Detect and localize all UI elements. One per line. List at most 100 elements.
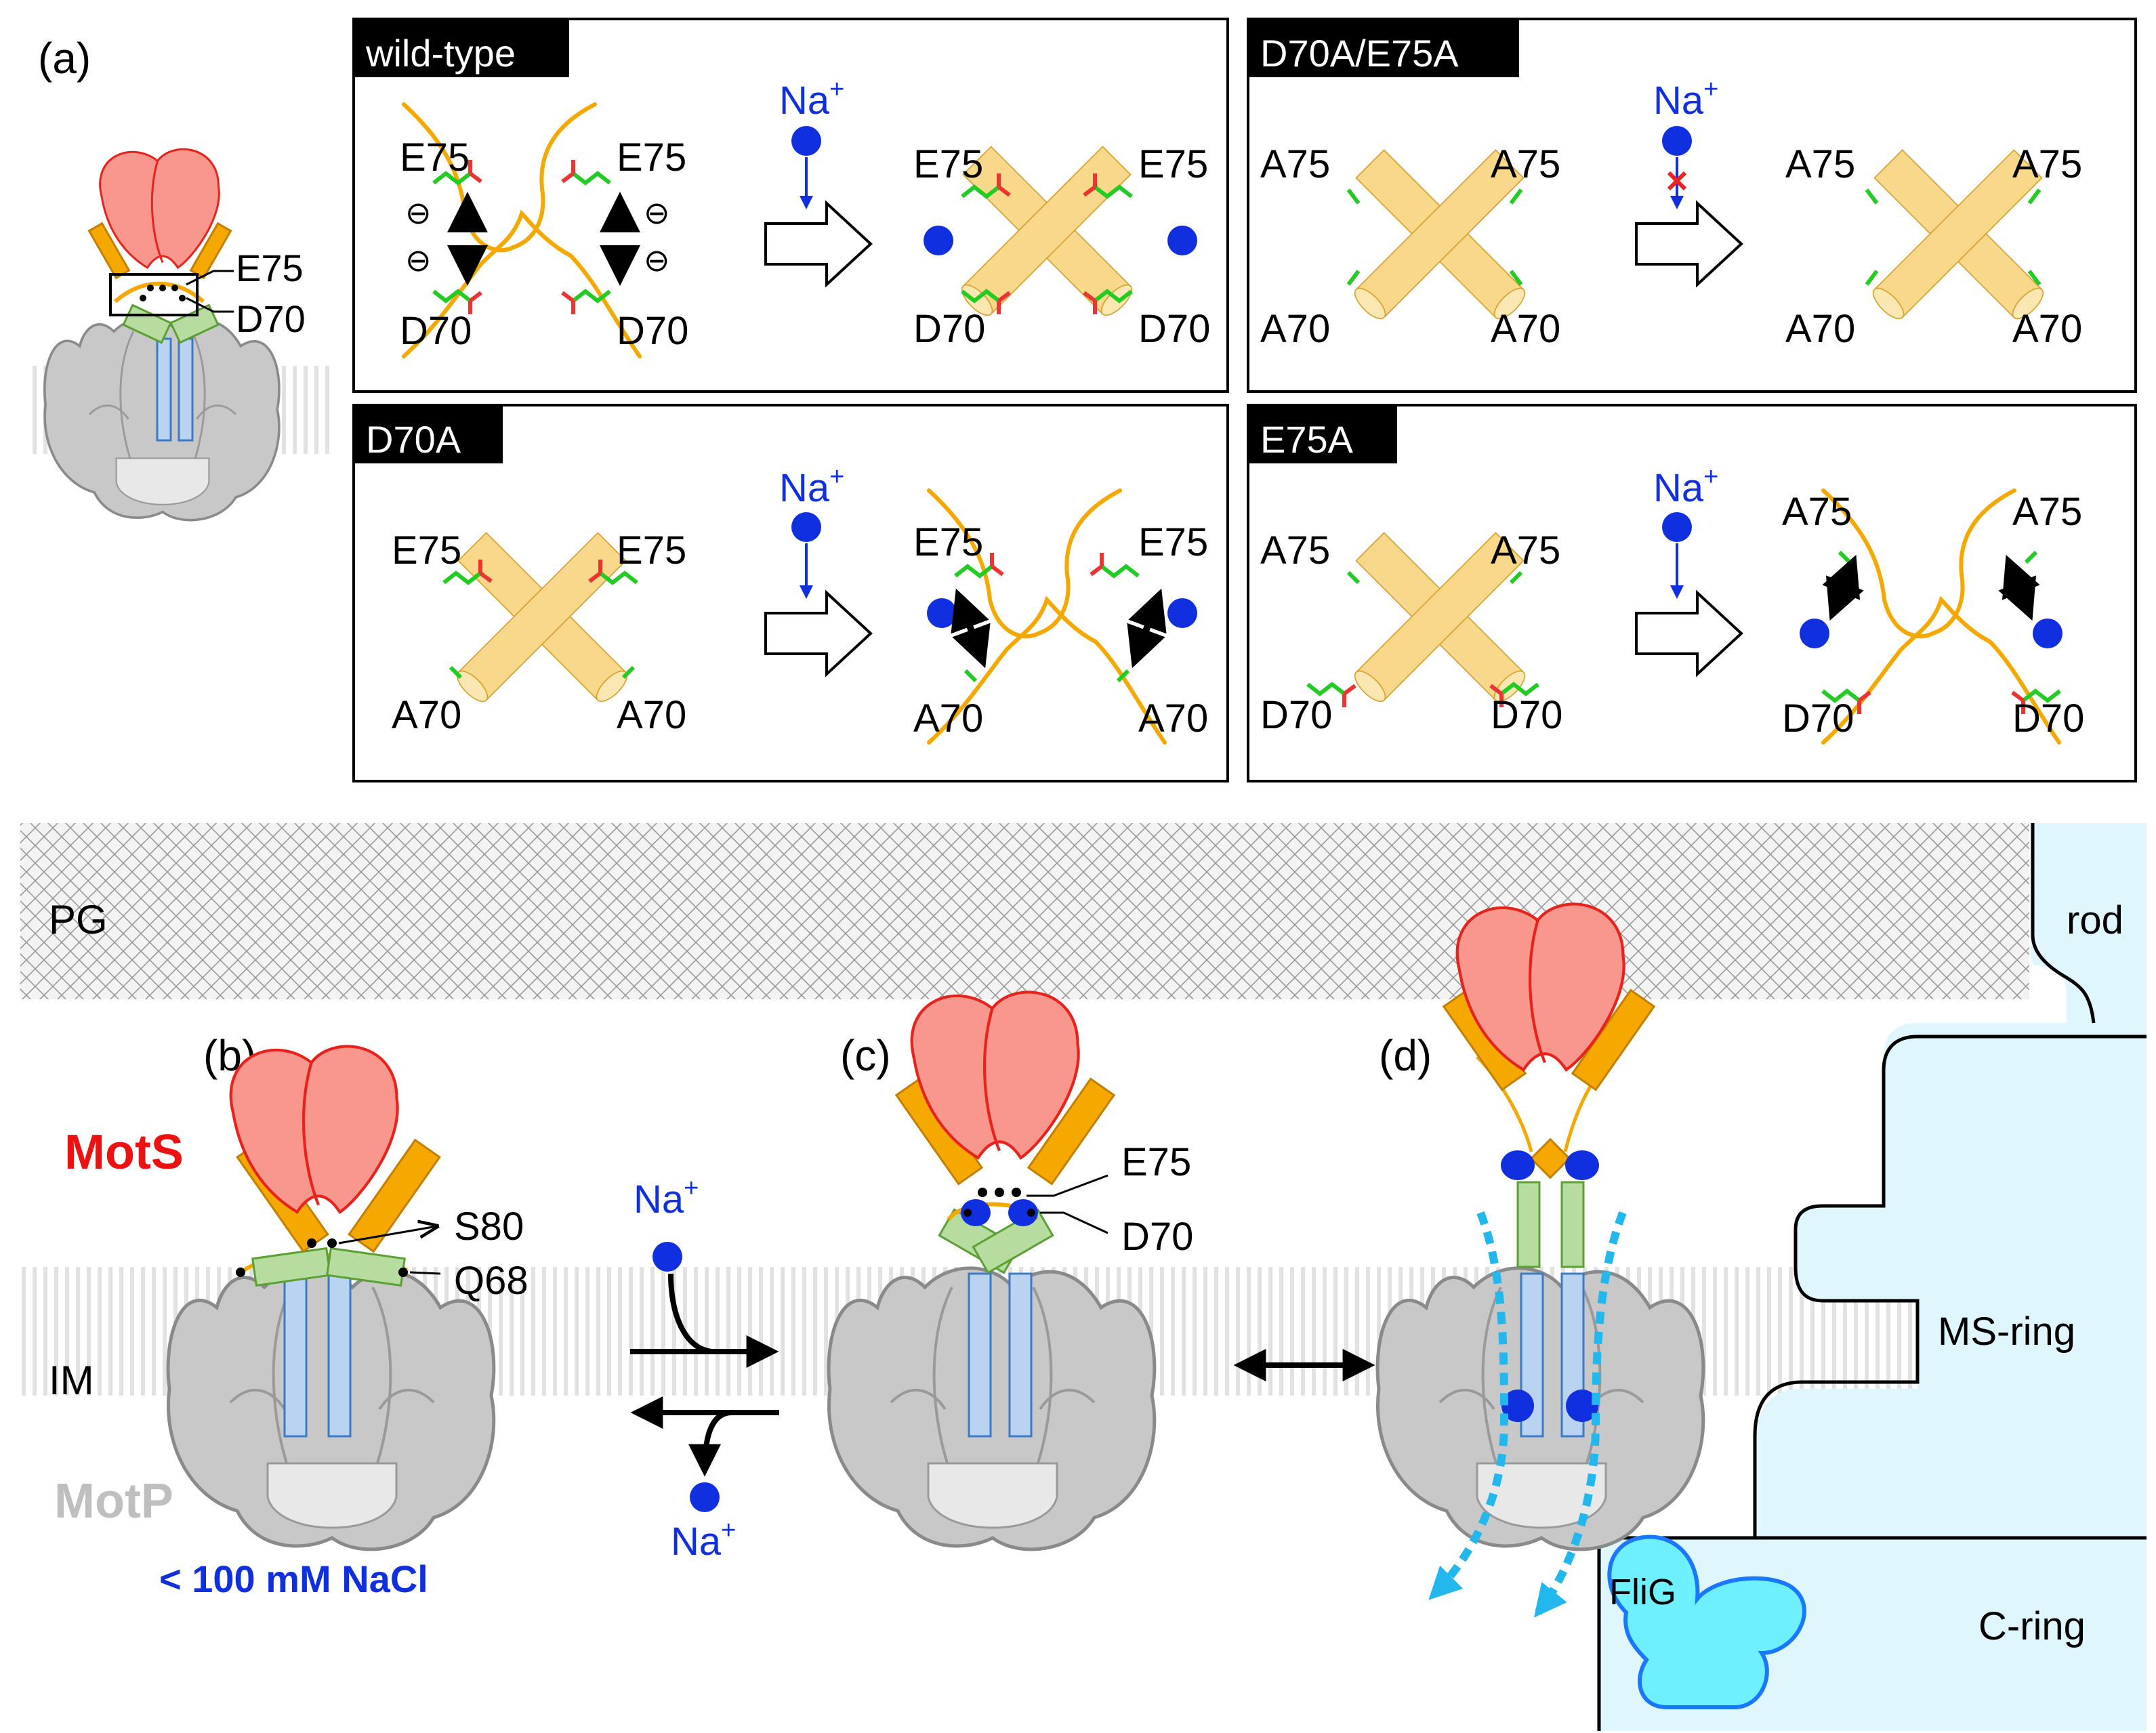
tag-d70a: [354, 405, 503, 463]
e75a-left-tr: A75: [1491, 528, 1560, 572]
sodium-ion: [1662, 126, 1692, 156]
charge-minus: ⊖: [644, 195, 670, 230]
sodium-ion: [2033, 619, 2062, 648]
d70a-left-br: A70: [617, 693, 686, 737]
plug-core-d: [1529, 1137, 1571, 1179]
dd-right-bl: A70: [1785, 307, 1855, 351]
e75a-right-bl: D70: [1782, 696, 1854, 740]
inset-focus-box: [109, 273, 199, 316]
inset-label-d70: D70: [236, 297, 306, 340]
c-d70-label: D70: [1121, 1215, 1193, 1259]
plug-helix-c: [968, 1272, 992, 1438]
sodium-ion: [1566, 1390, 1598, 1422]
sodium-ion: [1167, 226, 1197, 255]
inset-linker: [114, 281, 205, 304]
q68-label: Q68: [454, 1259, 528, 1303]
sodium-ion: [791, 126, 821, 156]
plug-helix-c: [1008, 1272, 1033, 1438]
orange-helix-c: [1027, 1077, 1116, 1186]
inset-pointer: [186, 270, 234, 286]
orange-helix-b: [348, 1138, 441, 1253]
box-d70a: D70A E75 E75 A70 A70 Na+ E75 E75 A70 A70: [352, 404, 1229, 782]
green-helix-d: [1516, 1181, 1541, 1268]
ion-label: Na+: [634, 1174, 699, 1222]
panel-label-a: (a): [38, 34, 91, 83]
transition-arrow: [1635, 589, 1743, 677]
dd-left-tl: A75: [1260, 142, 1330, 186]
sodium-ion: [791, 512, 821, 542]
flagellar-basal-body: rod MS-ring C-ring FliG: [1597, 823, 2147, 1731]
tag-wild-type-text: wild-type: [365, 32, 516, 75]
peptidoglycan-layer: [20, 823, 2029, 999]
stator-d: [1377, 904, 1703, 1618]
im-label: IM: [49, 1358, 94, 1403]
flig-label: FliG: [1609, 1572, 1676, 1612]
pg-label: PG: [49, 897, 108, 942]
s80-label: S80: [454, 1205, 524, 1249]
inset-label-e75: E75: [236, 247, 304, 289]
ion-flux-path: [1428, 1211, 1509, 1600]
green-helix-d: [1560, 1181, 1585, 1268]
sodium-ion: [1565, 1150, 1599, 1180]
inset-pointer: [186, 297, 234, 313]
stator-c: E75 D70: [829, 993, 1193, 1549]
tag-d70a-text: D70A: [366, 418, 461, 461]
wt-left-br: D70: [617, 309, 688, 353]
d70a-right-tr: E75: [1138, 520, 1208, 564]
transition-arrow: [1635, 200, 1743, 288]
tag-wild-type: [354, 19, 569, 77]
inset-stator: E75 D70: [27, 148, 335, 522]
d70a-left-helix-x: [451, 532, 633, 707]
sodium-ion: [1501, 1390, 1534, 1422]
d70a-right-br: A70: [1138, 696, 1208, 740]
sodium-ion: [927, 598, 957, 628]
box-e75a: E75A A75 A75 D70 D70 Na+ A75 A75 D70 D70: [1247, 404, 2137, 782]
sodium-ion: [690, 1482, 720, 1512]
e75a-right-br: D70: [2012, 696, 2084, 740]
motp-label: MotP: [54, 1474, 173, 1528]
wt-right-tl: E75: [913, 142, 983, 186]
ion-label: Na+: [779, 75, 844, 123]
ion-label: Na+: [1653, 463, 1718, 510]
inset-plug-helix: [156, 337, 172, 442]
transition-arrow: [764, 589, 873, 677]
tag-d70a-e75a-text: D70A/E75A: [1260, 32, 1459, 75]
d70a-right-bl: A70: [913, 696, 983, 740]
plug-helix-b: [327, 1272, 352, 1438]
wt-left-bl: D70: [400, 309, 472, 353]
box-d70a-e75a: D70A/E75A A75 A75 A70 A70 Na+ A75 A75 A7…: [1247, 18, 2137, 393]
charge-minus: ⊖: [405, 243, 432, 278]
sodium-ion: [1167, 598, 1197, 628]
sodium-ion: [1662, 512, 1692, 542]
d70a-right-tl: E75: [913, 520, 983, 564]
d70a-left-tl: E75: [392, 528, 461, 572]
ms-ring-label: MS-ring: [1938, 1310, 2075, 1354]
wt-left-tr: E75: [617, 135, 686, 180]
e75a-left-br: D70: [1491, 693, 1562, 737]
d70a-left-bl: A70: [392, 693, 461, 737]
wt-right-br: D70: [1138, 307, 1210, 351]
sidechain-e75: [562, 160, 610, 183]
d70a-left-tr: E75: [617, 528, 686, 572]
wt-right-tr: E75: [1138, 142, 1208, 186]
rod-label: rod: [2067, 898, 2123, 942]
plug-helix-b: [283, 1272, 308, 1438]
e75a-right-tl: A75: [1782, 490, 1852, 534]
dd-right-tl: A75: [1785, 142, 1855, 186]
green-helix-c: [972, 1208, 1054, 1274]
dd-left-br: A70: [1491, 307, 1560, 351]
transition-arrow: [764, 200, 873, 288]
box-wild-type: wild-type E75 E75 D70 D70 ⊖ ⊖ ⊖ ⊖ Na+ E7…: [352, 18, 1229, 393]
sodium-ion: [1501, 1150, 1535, 1180]
panel-label-c: (c): [840, 1031, 891, 1080]
dd-right-tr: A75: [2012, 142, 2082, 186]
charge-minus: ⊖: [405, 195, 432, 230]
inset-plug-helix: [178, 337, 194, 442]
sodium-ion: [1008, 1199, 1038, 1226]
ion-flux-path: [1534, 1211, 1627, 1618]
ion-label: Na+: [671, 1516, 736, 1564]
sodium-ion: [1800, 619, 1829, 648]
sidechain-e75: [1091, 553, 1138, 576]
mots-label: MotS: [64, 1125, 184, 1179]
